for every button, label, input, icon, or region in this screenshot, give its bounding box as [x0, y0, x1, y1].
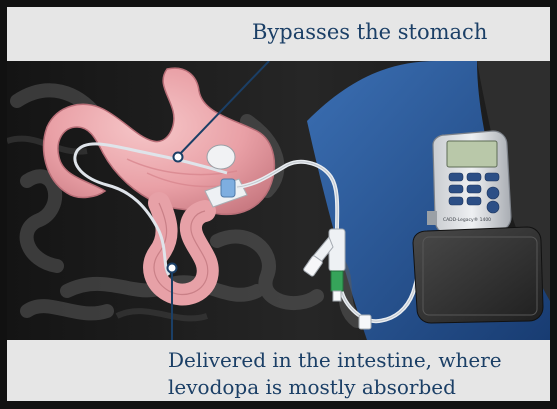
caption-bottom-line-1: Delivered in the intestine, where	[168, 347, 502, 374]
pump-label: CADD-Legacy® 1400	[443, 216, 491, 223]
callout-dot-bottom	[168, 264, 177, 273]
pump-cassette	[413, 227, 543, 323]
callout-dot-top	[174, 153, 183, 162]
caption-bypasses-stomach: Bypasses the stomach	[252, 20, 487, 44]
caption-bottom-line-2: levodopa is mostly absorbed	[168, 374, 502, 401]
caption-delivered-intestine: Delivered in the intestine, where levodo…	[168, 347, 502, 401]
infusion-pump: CADD-Legacy® 1400	[427, 131, 511, 233]
medical-illustration: CADD-Legacy® 1400	[7, 61, 550, 340]
